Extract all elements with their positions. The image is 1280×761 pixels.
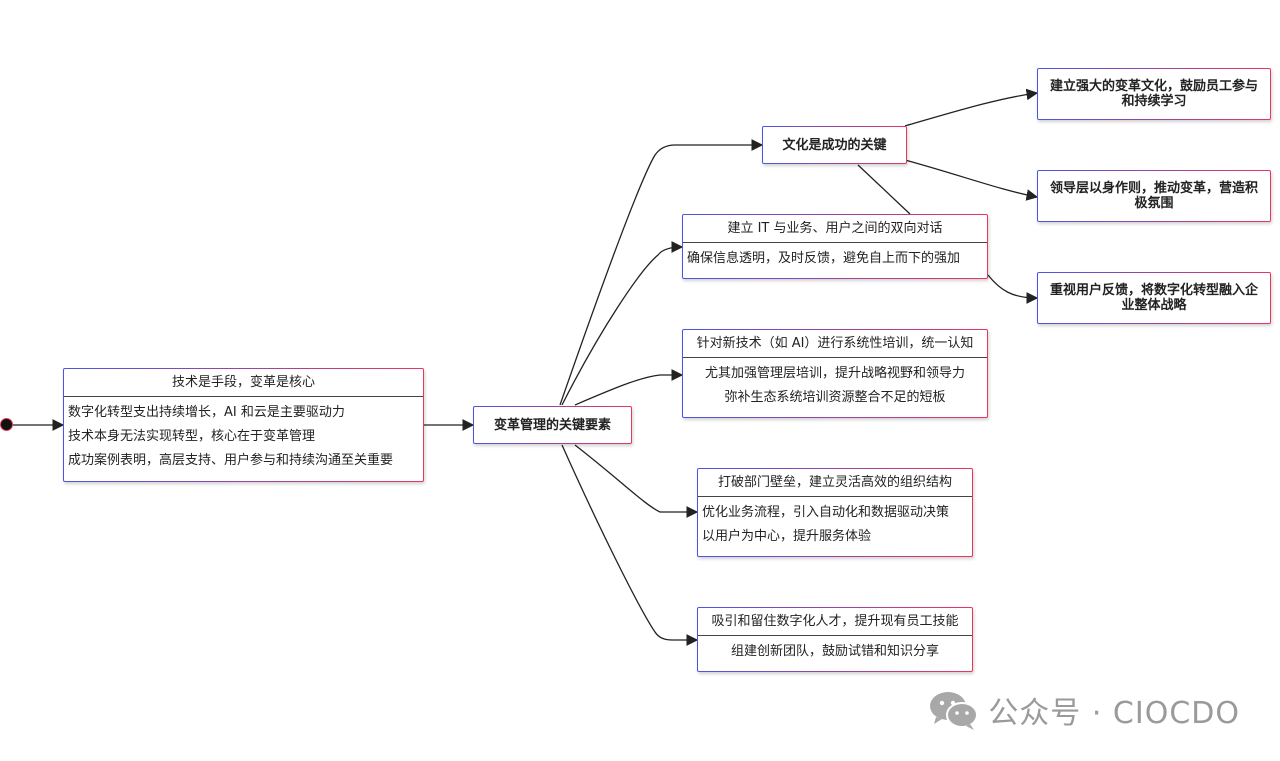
root-node-line: 数字化转型支出持续增长，AI 和云是主要驱动力 <box>68 405 345 420</box>
talent-node-line: 组建创新团队，鼓励试错和知识分享 <box>730 644 939 659</box>
dialogue-node-header: 建立 IT 与业务、用户之间的双向对话 <box>683 215 987 243</box>
start-node <box>0 418 13 431</box>
wechat-icon <box>930 692 979 730</box>
culture-child-label: 建立强大的变革文化，鼓励员工参与和持续学习 <box>1049 79 1258 109</box>
edge-center-organization <box>574 444 699 518</box>
edge-center-training <box>574 369 684 406</box>
watermark: 公众号 · CIOCDO <box>928 688 1240 732</box>
edge-center-culture <box>559 139 764 406</box>
talent-node-header: 吸引和留住数字化人才，提升现有员工技能 <box>698 608 972 636</box>
center-node-label: 变革管理的关键要素 <box>493 417 611 433</box>
organization-node-line: 以用户为中心，提升服务体验 <box>702 529 872 544</box>
organization-node: 打破部门壁垒，建立灵活高效的组织结构 优化业务流程，引入自动化和数据驱动决策 以… <box>697 468 973 557</box>
organization-node-line: 优化业务流程，引入自动化和数据驱动决策 <box>702 505 950 520</box>
training-node: 针对新技术（如 AI）进行系统性培训，统一认知 尤其加强管理层培训，提升战略视野… <box>682 329 988 418</box>
edge-culture-child2 <box>904 159 1039 201</box>
culture-child-node: 建立强大的变革文化，鼓励员工参与和持续学习 <box>1037 68 1271 120</box>
culture-child-label: 领导层以身作则，推动变革，营造积极氛围 <box>1049 181 1258 211</box>
root-node-header: 技术是手段，变革是核心 <box>64 369 423 397</box>
training-node-line: 尤其加强管理层培训，提升战略视野和领导力 <box>704 366 965 381</box>
culture-child-label: 重视用户反馈，将数字化转型融入企业整体战略 <box>1049 283 1258 313</box>
dialogue-node-line: 确保信息透明，及时反馈，避免自上而下的强加 <box>687 251 961 266</box>
culture-node-label: 文化是成功的关键 <box>782 137 887 153</box>
talent-node: 吸引和留住数字化人才，提升现有员工技能 组建创新团队，鼓励试错和知识分享 <box>697 607 973 672</box>
training-node-header: 针对新技术（如 AI）进行系统性培训，统一认知 <box>683 330 987 358</box>
organization-node-header: 打破部门壁垒，建立灵活高效的组织结构 <box>698 469 972 497</box>
watermark-text: 公众号 · CIOCDO <box>988 696 1240 731</box>
edge-center-talent <box>561 444 699 646</box>
culture-node: 文化是成功的关键 <box>762 126 907 164</box>
root-node-line: 成功案例表明，高层支持、用户参与和持续沟通至关重要 <box>68 453 394 468</box>
center-node: 变革管理的关键要素 <box>473 406 632 444</box>
root-node-line: 技术本身无法实现转型，核心在于变革管理 <box>68 429 316 444</box>
dialogue-node: 建立 IT 与业务、用户之间的双向对话 确保信息透明，及时反馈，避免自上而下的强… <box>682 214 988 279</box>
culture-child-node: 重视用户反馈，将数字化转型融入企业整体战略 <box>1037 272 1271 324</box>
edge-culture-child3 <box>857 164 1037 298</box>
training-node-line: 弥补生态系统培训资源整合不足的短板 <box>724 390 946 405</box>
edge-culture-child1 <box>904 88 1039 127</box>
culture-child-node: 领导层以身作则，推动变革，营造积极氛围 <box>1037 170 1271 222</box>
edge-center-dialogue <box>561 241 684 406</box>
root-node: 技术是手段，变革是核心 数字化转型支出持续增长，AI 和云是主要驱动力 技术本身… <box>63 368 424 482</box>
